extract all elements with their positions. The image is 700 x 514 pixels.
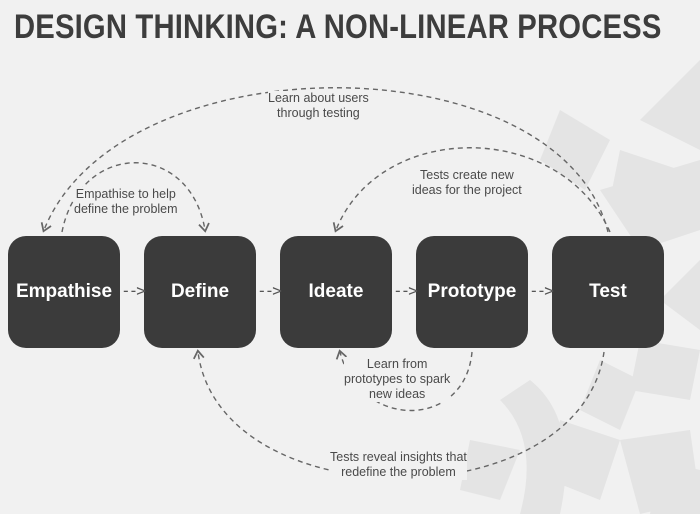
stage-label: Test	[589, 281, 627, 302]
connector-arrow: -->	[529, 281, 554, 300]
stage-test: Test	[552, 236, 664, 348]
arc-empathise-to-define	[61, 162, 210, 233]
stage-label: Define	[170, 281, 230, 302]
stage-ideate: Ideate	[280, 236, 392, 348]
note-tests-create-ideas: Tests create new ideas for the project	[412, 168, 522, 198]
stage-empathise: Empathise	[8, 236, 120, 348]
stage-define: Define	[144, 236, 256, 348]
page-title: DESIGN THINKING: A NON-LINEAR PROCESS	[14, 8, 662, 46]
note-learn-about-users: Learn about users through testing	[268, 91, 369, 121]
connector-arrow: -->	[257, 281, 282, 300]
connector-arrow: -->	[393, 281, 418, 300]
note-learn-from-prototypes: Learn from prototypes to spark new ideas	[344, 357, 451, 402]
arc-test-to-empathise	[40, 87, 609, 233]
note-tests-reveal-insights: Tests reveal insights that redefine the …	[330, 450, 467, 480]
stage-prototype: Prototype	[416, 236, 528, 348]
connector-arrow: -->	[121, 281, 146, 300]
stage-label: Empathise	[15, 281, 113, 302]
stage-label: Prototype	[427, 281, 517, 302]
arc-test-to-define	[193, 349, 605, 479]
arc-test-to-ideate	[332, 147, 611, 233]
stage-label: Ideate	[308, 281, 364, 302]
note-empathise-to-help: Empathise to help define the problem	[74, 187, 178, 217]
